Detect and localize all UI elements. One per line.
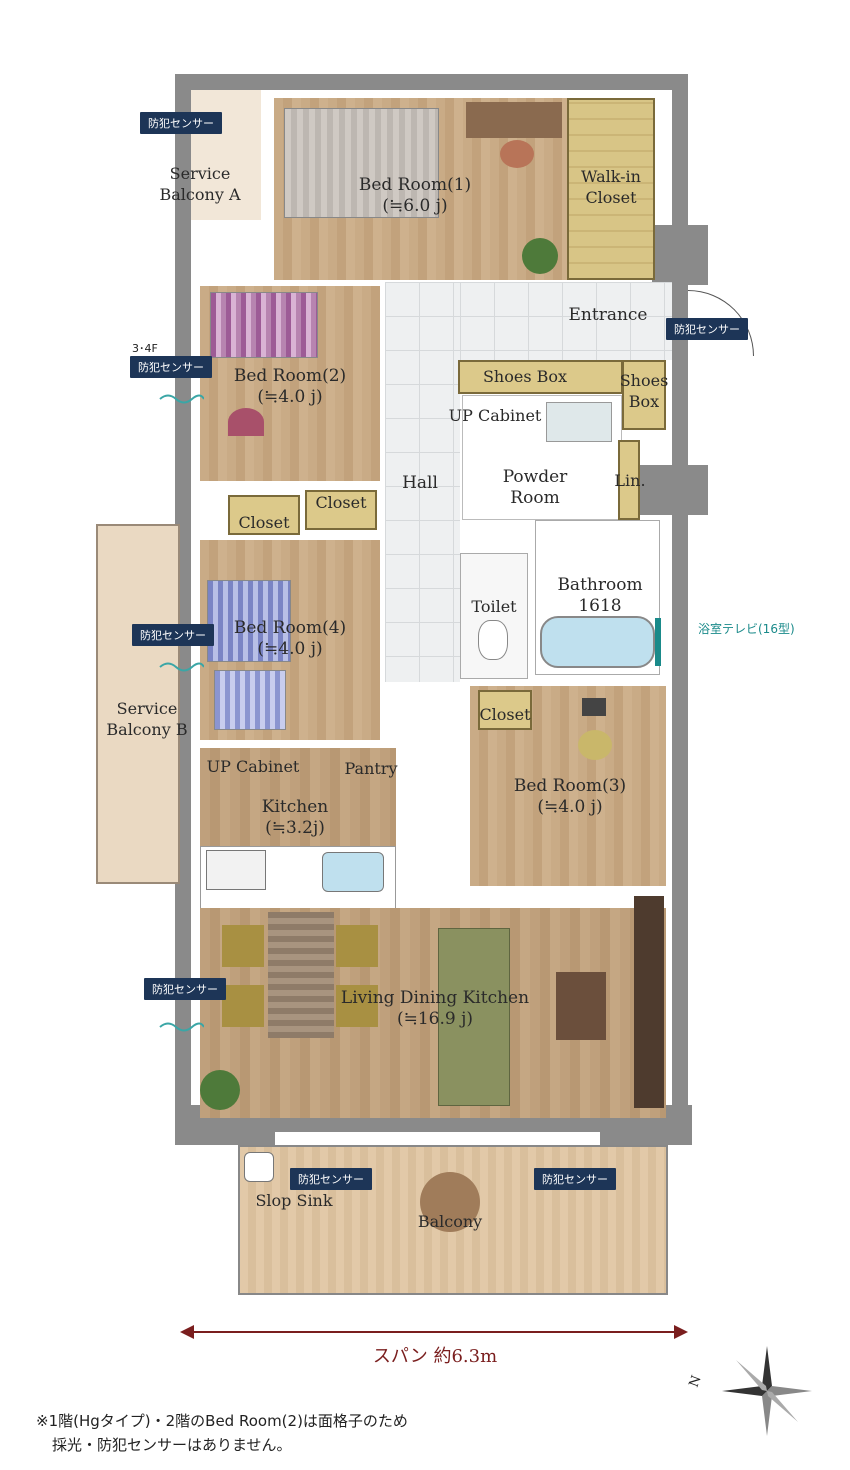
bed-room-4-size: (≒4.0 j) [257,639,323,659]
bathroom-label: Bathroom [557,575,643,595]
wall-column-right2 [640,465,708,515]
plant-icon-ldk [200,1070,240,1110]
shoes-box-2-label: Shoes Box [619,371,669,411]
bathtub [540,616,655,668]
outer-wall-bottom [175,1118,688,1132]
balcony-table [420,1172,480,1232]
service-balcony-a-label: Service Balcony A [159,164,241,204]
toilet-label: Toilet [471,597,517,616]
shoes-box-1-label: Shoes Box [482,367,568,386]
dining-chair-3 [336,925,378,967]
bed-room-2-chair [228,408,264,436]
span-label: スパン 約6.3m [372,1346,498,1367]
balcony-label: Balcony [417,1212,483,1231]
compass-icon [722,1346,812,1436]
bathroom-tv-icon [655,618,661,666]
up-cabinet-2-label: UP Cabinet [206,757,300,776]
sofa [438,928,510,1106]
pantry-label: Pantry [344,759,398,778]
wall-column-right [652,225,708,285]
bed-room-2-size: (≒4.0 j) [257,387,323,407]
bed-room-3-size: (≒4.0 j) [537,797,603,817]
sensor-wave-icon [159,662,204,672]
kitchen-label: Kitchen [261,797,329,817]
entrance [460,282,672,360]
entrance-label: Entrance [568,305,648,325]
dining-chair-1 [222,925,264,967]
bed-room-1-chair [500,140,534,168]
compass-north-label: N [686,1373,705,1390]
stove-icon [206,850,266,890]
sensor-badge-1: 防犯センサー [140,112,222,134]
ldk-size: (≒16.9 j) [396,1009,474,1029]
walk-in-closet [567,98,655,280]
bed-room-4-bed2 [214,670,286,730]
dining-table [268,912,334,1038]
closet-a-label: Closet [315,493,367,512]
sensor-badge-7: 防犯センサー [534,1168,616,1190]
bed-room-1-label: Bed Room(1) [358,175,472,195]
bed-room-3-label: Bed Room(3) [513,776,627,796]
closet-b [228,495,300,535]
powder-room-label: Powder Room [502,467,568,508]
closet-c [478,690,532,730]
service-balcony-b [96,524,180,884]
closet-b-label: Closet [238,513,290,532]
sensor-badge-5: 防犯センサー [144,978,226,1000]
plant-icon [522,238,558,274]
footnote-line-2: 採光・防犯センサーはありません。 [52,1436,292,1454]
bathroom-size: 1618 [578,596,622,616]
up-cabinet-1-label: UP Cabinet [448,406,542,425]
slop-sink-icon [244,1152,274,1182]
outer-wall-top [175,74,688,90]
service-balcony-a [191,90,261,220]
sink-icon [322,852,384,892]
bed-room-1-size: (≒6.0 j) [382,196,448,216]
sensor-badge-2: 防犯センサー [666,318,748,340]
ldk-label: Living Dining Kitchen [340,988,530,1008]
service-balcony-b-label: Service Balcony B [106,699,188,739]
lin-label: Lin. [614,471,646,490]
closet-c-label: Closet [479,705,531,724]
dining-chair-2 [222,985,264,1027]
slop-sink-label: Slop Sink [255,1191,333,1210]
sensor-wave-icon [159,1022,204,1032]
hall [385,282,460,682]
sensor-badge-4: 防犯センサー [132,624,214,646]
dining-chair-4 [336,985,378,1027]
shoes-box-2 [622,360,666,430]
bathroom-tv-label: 浴室テレビ(16型) [698,622,795,636]
span-arrow [180,1325,688,1339]
footnote-line-1: ※1階(Hgタイプ)・2階のBed Room(2)は面格子のため [36,1412,408,1430]
bed-room-4-label: Bed Room(4) [233,618,347,638]
toilet-bowl [478,620,508,660]
bed-room-1-bed [284,108,439,218]
walk-in-closet-label: Walk-in Closet [581,167,641,207]
laptop-icon [582,698,606,716]
bed-room-2-label: Bed Room(2) [233,366,347,386]
hall-label: Hall [402,473,438,493]
kitchen-size: (≒3.2j) [265,818,325,838]
sensor-wave-icon [159,394,204,404]
shoes-box-1 [458,360,623,394]
coffee-table [556,972,606,1040]
sensor-badge-3: 防犯センサー [130,356,212,378]
bed-room-2-bed [210,292,318,358]
bed-room-3-chair [578,730,612,760]
floor-note: 3･4F [132,342,158,355]
sensor-badge-6: 防犯センサー [290,1168,372,1190]
closet-a [305,490,377,530]
tv-stand [634,896,664,1108]
washbasin [546,402,612,442]
linen-closet [618,440,640,520]
bed-room-1-desk [466,102,562,138]
bed-room-4-bed [207,580,291,662]
